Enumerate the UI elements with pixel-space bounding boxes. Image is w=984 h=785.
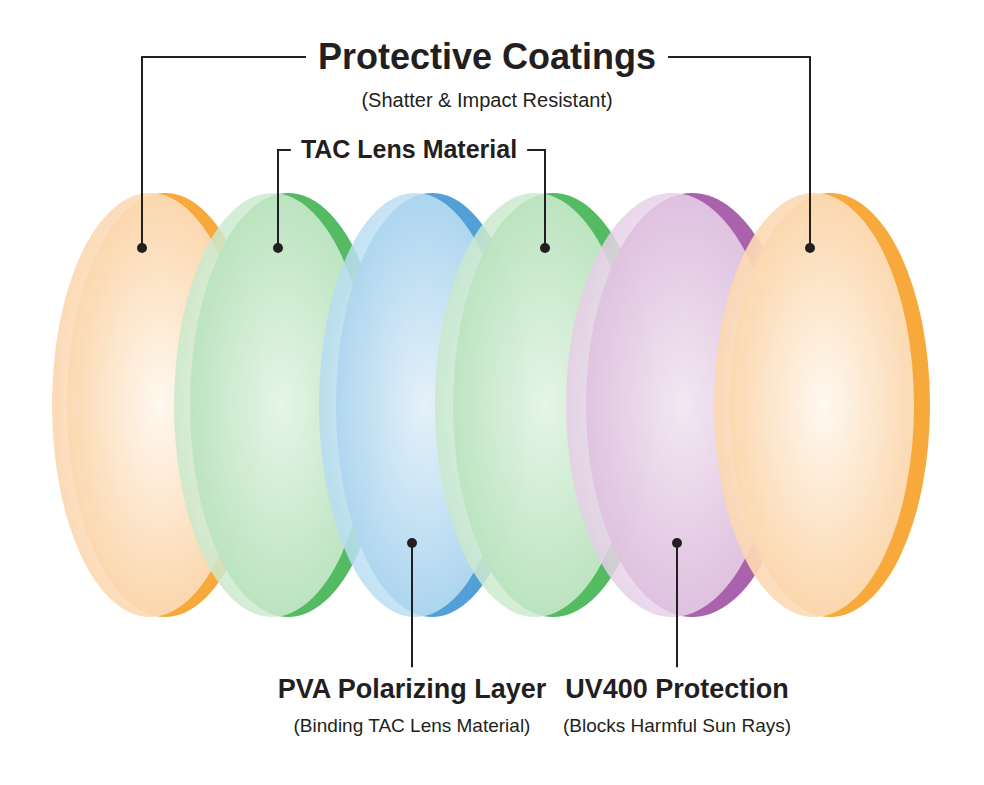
leader-line <box>278 150 291 248</box>
leader-line <box>676 543 678 667</box>
callout-subtitle: (Shatter & Impact Resistant) <box>361 89 612 111</box>
leader-line <box>527 150 545 248</box>
leader-line <box>142 57 306 248</box>
leader-dot <box>137 243 147 253</box>
callout-heading: TAC Lens Material <box>301 136 517 164</box>
callout-heading: Protective Coatings <box>318 37 656 77</box>
lens-orange-back <box>714 193 930 617</box>
leader-dot <box>407 538 417 548</box>
leader-dot <box>540 243 550 253</box>
callout-subtitle: (Blocks Harmful Sun Rays) <box>563 716 791 737</box>
callout-heading: UV400 Protection <box>565 675 789 705</box>
callout-subtitle: (Binding TAC Lens Material) <box>294 716 531 737</box>
leader-dot <box>273 243 283 253</box>
callout-heading: PVA Polarizing Layer <box>278 675 547 705</box>
leader-dot <box>672 538 682 548</box>
leader-line <box>668 57 810 248</box>
leader-line <box>411 543 413 667</box>
leader-dot <box>805 243 815 253</box>
